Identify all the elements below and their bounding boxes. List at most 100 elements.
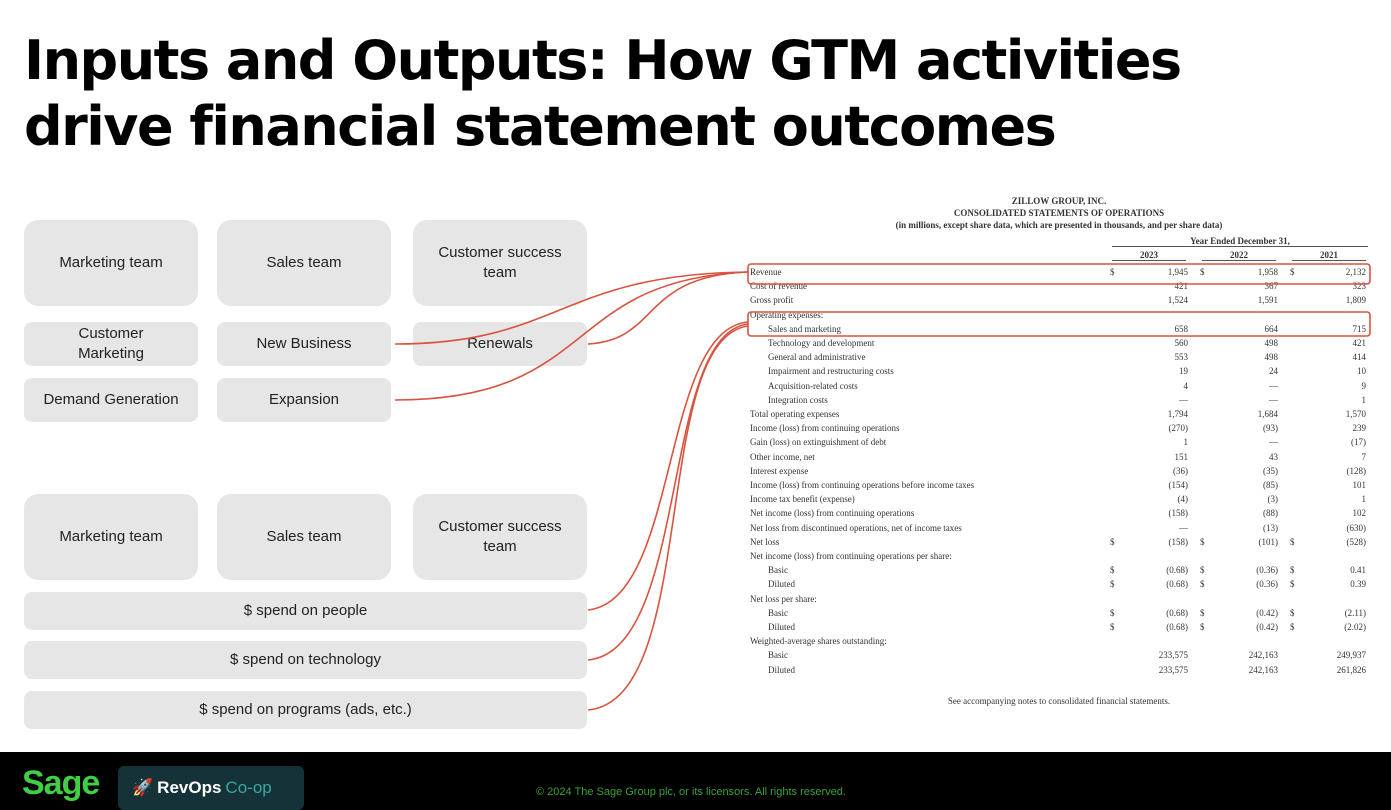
row-label: Technology and development — [768, 338, 875, 348]
dollar-sign: $ — [1200, 565, 1205, 576]
row-value: (36) — [1173, 465, 1188, 476]
statement-row: Net loss per share: — [748, 592, 1370, 606]
row-label: Impairment and restructuring costs — [768, 366, 894, 377]
statement-subtitle: (in millions, except share data, which a… — [895, 220, 1223, 230]
customer-success-box: Customer success team — [413, 220, 587, 306]
statement-row: Revenue$1,945$1,958$2,132 — [748, 265, 1370, 279]
row-value: 323 — [1352, 281, 1367, 292]
statement-row: Basic$(0.68)$(0.42)$(2.11) — [748, 606, 1370, 620]
row-value: 498 — [1264, 338, 1279, 348]
dollar-sign: $ — [1110, 622, 1115, 632]
row-label: Weighted-average shares outstanding: — [750, 636, 887, 647]
coop-text: Co-op — [225, 778, 272, 797]
revops-text: RevOps — [157, 778, 222, 797]
dollar-sign: $ — [1200, 607, 1205, 618]
statement-row: Net loss$(158)$(101)$(528) — [748, 535, 1370, 549]
row-value: (17) — [1351, 437, 1366, 448]
sales-marketing-highlight — [747, 311, 1371, 337]
dollar-sign: $ — [1290, 607, 1295, 618]
row-value: (154) — [1168, 480, 1189, 490]
row-value: 553 — [1174, 352, 1189, 363]
row-value: 1,809 — [1345, 295, 1366, 306]
row-label: Income (loss) from continuing operations… — [750, 480, 975, 490]
title-line-1: Inputs and Outputs: How GTM activities — [24, 29, 1182, 92]
statement-row: Income (loss) from continuing operations… — [748, 421, 1370, 435]
row-label: Net income (loss) from continuing operat… — [750, 508, 915, 519]
spend-people-box: $ spend on people — [24, 592, 587, 630]
row-value: 242,163 — [1248, 664, 1278, 675]
dollar-sign: $ — [1290, 536, 1295, 547]
row-value: 1,958 — [1257, 267, 1278, 277]
rocket-icon: 🚀 — [132, 778, 154, 797]
technology-connector — [587, 323, 749, 661]
row-value: (93) — [1263, 423, 1278, 434]
renewals-connector — [587, 271, 749, 345]
row-label: Acquisition-related costs — [768, 380, 858, 391]
statement-row: Income tax benefit (expense)(4)(3)1 — [748, 492, 1370, 506]
customer-success-box-2: Customer success team — [413, 494, 587, 580]
row-value: 239 — [1352, 423, 1367, 434]
dollar-sign: $ — [1200, 579, 1205, 590]
dollar-sign: $ — [1110, 565, 1115, 576]
title-line-2: drive financial statement outcomes — [24, 95, 1057, 158]
dollar-sign: $ — [1290, 579, 1295, 590]
sales-team-box-2: Sales team — [217, 494, 391, 580]
row-label: Total operating expenses — [750, 409, 840, 419]
row-value: 43 — [1269, 451, 1278, 462]
row-value: 233,575 — [1158, 664, 1188, 675]
statement-row: Interest expense(36)(35)(128) — [748, 464, 1370, 478]
row-value: 658 — [1174, 323, 1189, 334]
row-value: (0.36) — [1256, 565, 1278, 576]
statement-row: Technology and development 560 498 421 — [748, 336, 1370, 350]
row-value: 10 — [1357, 366, 1366, 377]
row-label: Other income, net — [750, 451, 815, 462]
row-value: 1,591 — [1257, 295, 1278, 306]
statement-row: Income (loss) from continuing operations… — [748, 478, 1370, 492]
row-value: 1,570 — [1345, 409, 1366, 419]
statement-row: Weighted-average shares outstanding: — [748, 634, 1370, 648]
row-label: Integration costs — [768, 394, 828, 405]
row-label: Basic — [768, 650, 788, 661]
slide-title: Inputs and Outputs: How GTM activities d… — [24, 28, 1182, 160]
row-value: 249,937 — [1336, 650, 1366, 661]
statement-row: Integration costs——1 — [748, 393, 1370, 407]
row-label: Diluted — [768, 579, 795, 590]
connector-lines — [394, 263, 1371, 711]
row-value: 367 — [1264, 281, 1279, 292]
marketing-team-box-2: Marketing team — [24, 494, 198, 580]
row-value: 1 — [1361, 394, 1367, 405]
marketing-team-box: Marketing team — [24, 220, 198, 306]
row-value: 261,826 — [1336, 664, 1366, 675]
new-business-box: New Business — [217, 322, 391, 366]
row-value: 421 — [1352, 338, 1367, 348]
row-value: 1 — [1361, 494, 1367, 505]
dollar-sign: $ — [1200, 536, 1205, 547]
statement-row: Diluted$(0.68)$(0.42)$(2.02) — [748, 620, 1370, 634]
row-label: Net loss per share: — [750, 593, 817, 604]
row-label: Net loss — [750, 536, 780, 547]
customer-marketing-box: Customer Marketing — [24, 322, 198, 366]
statement-title: CONSOLIDATED STATEMENTS OF OPERATIONS — [953, 208, 1165, 218]
row-value: 560 — [1174, 338, 1189, 348]
row-value: (128) — [1346, 465, 1367, 476]
spend-programs-box: $ spend on programs (ads, etc.) — [24, 691, 587, 729]
row-value: 102 — [1352, 508, 1367, 519]
row-value: (0.68) — [1166, 565, 1188, 576]
row-value: 664 — [1264, 323, 1279, 334]
row-value: (0.68) — [1166, 607, 1188, 618]
statement-row: Diluted$(0.68)$(0.36)$0.39 — [748, 577, 1370, 591]
dollar-sign: $ — [1200, 622, 1205, 632]
row-value: — — [1179, 522, 1188, 533]
row-value: 101 — [1352, 480, 1367, 490]
statement-row: Net income (loss) from continuing operat… — [748, 506, 1370, 520]
statement-row: Net loss from discontinued operations, n… — [748, 521, 1370, 535]
row-label: Diluted — [768, 622, 795, 632]
row-value: 233,575 — [1158, 650, 1188, 661]
